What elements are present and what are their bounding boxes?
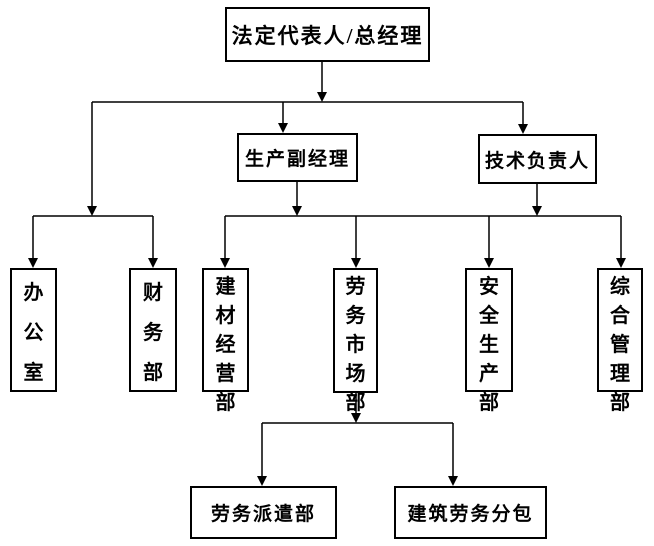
node-finance-dept: 财务部 <box>129 268 177 392</box>
node-label: 建材经营部 <box>215 276 236 414</box>
node-label: 技术负责人 <box>484 150 590 172</box>
node-label: 安全生产部 <box>479 276 499 414</box>
node-office: 办公室 <box>10 268 57 392</box>
node-technical-lead: 技术负责人 <box>478 134 597 184</box>
node-construction-labor-subcontract: 建筑劳务分包 <box>394 486 547 539</box>
node-labor-dispatch-dept: 劳务派遣部 <box>190 486 337 539</box>
node-general-management-dept: 综合管理部 <box>597 268 643 414</box>
node-label: 办公室 <box>23 281 44 384</box>
node-labor-market-dept: 劳务市场部 <box>333 268 378 414</box>
node-label: 劳务市场部 <box>345 276 366 414</box>
node-label: 财务部 <box>143 281 163 384</box>
node-label: 法定代表人/总经理 <box>231 23 424 48</box>
node-label: 劳务派遣部 <box>210 504 316 525</box>
node-safety-production-dept: 安全生产部 <box>465 268 513 414</box>
node-building-materials-dept: 建材经营部 <box>202 268 249 414</box>
node-label: 生产副经理 <box>244 149 350 170</box>
node-production-deputy-manager: 生产副经理 <box>237 133 358 182</box>
node-label: 建筑劳务分包 <box>407 504 534 525</box>
node-legal-representative-general-manager: 法定代表人/总经理 <box>225 7 430 62</box>
node-label: 综合管理部 <box>610 276 630 414</box>
